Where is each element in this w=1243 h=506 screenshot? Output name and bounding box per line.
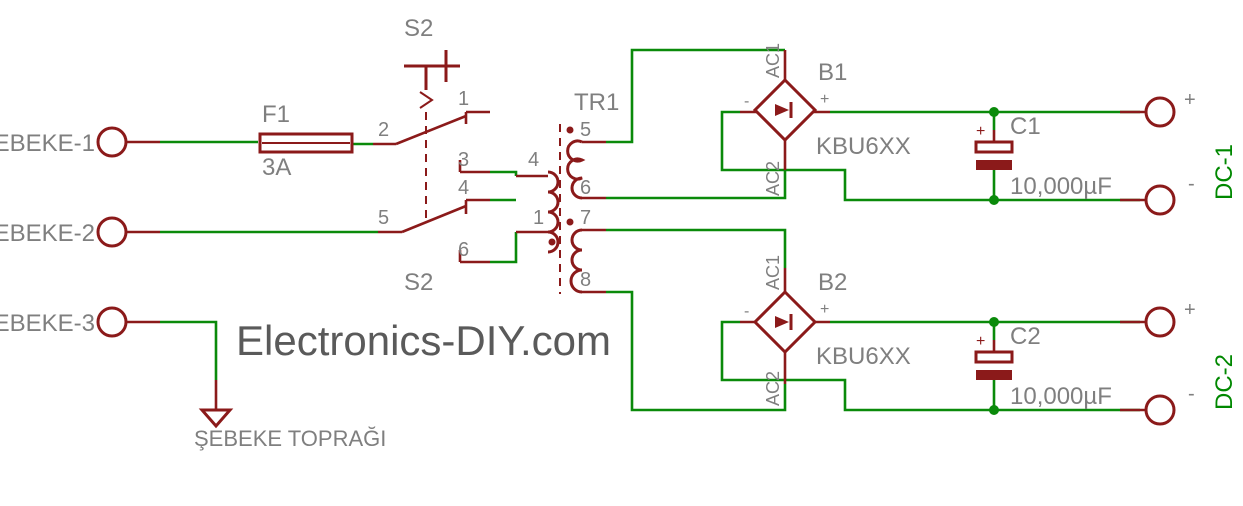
transformer-pin-7: 7: [580, 207, 591, 229]
wires: [160, 48, 1140, 412]
transformer-pin-5: 5: [580, 119, 591, 141]
ground-symbol: ŞEBEKE TOPRAĞI: [194, 380, 386, 451]
b1-ac2: AC2: [763, 161, 783, 196]
sebeke-1-label: ŞEBEKE-1: [0, 130, 95, 157]
connector-sebeke-1: ŞEBEKE-1: [0, 126, 160, 158]
bridge-b2: AC1 AC2 - + B2 KBU6XX: [740, 255, 911, 406]
b2-ac1: AC1: [763, 255, 783, 290]
b1-minus: -: [744, 93, 749, 110]
c1-value: 10,000µF: [1010, 173, 1112, 200]
b2-plus: +: [820, 301, 829, 318]
switch-name-bottom: S2: [404, 269, 433, 296]
sebeke-2-label: ŞEBEKE-2: [0, 220, 95, 247]
switch-pin-4: 4: [458, 177, 469, 199]
fuse-value: 3A: [262, 154, 291, 181]
switch-name-top: S2: [404, 15, 433, 42]
switch-s2: S2 S2 1 2 3 4 5 6: [373, 15, 490, 296]
connector-sebeke-2: ŞEBEKE-2: [0, 216, 160, 248]
c2-polarity: +: [976, 333, 985, 350]
output-dc1: + - DC-1: [1120, 89, 1238, 216]
transformer-tr1: TR1 1 4 5 6 7 8: [516, 89, 619, 294]
transformer-pin-8: 8: [580, 269, 591, 291]
c1-name: C1: [1010, 113, 1041, 140]
dc2-label: DC-2: [1211, 354, 1238, 410]
dc1-plus: +: [1184, 89, 1196, 111]
b1-part: KBU6XX: [816, 133, 911, 160]
fuse-f1: F1 3A: [258, 101, 354, 181]
dc1-minus: -: [1188, 173, 1195, 195]
capacitor-c1: + C1 10,000µF: [974, 113, 1112, 200]
b2-name: B2: [818, 269, 847, 296]
junction-dots: [989, 107, 999, 415]
c2-name: C2: [1010, 323, 1041, 350]
switch-pin-6: 6: [458, 239, 469, 261]
dc2-plus: +: [1184, 299, 1196, 321]
switch-pin-5: 5: [378, 207, 389, 229]
bridge-b1: AC1 AC2 - + B1 KBU6XX: [740, 43, 911, 196]
fuse-name: F1: [262, 101, 290, 128]
switch-pin-2: 2: [378, 119, 389, 141]
transformer-name: TR1: [574, 89, 619, 116]
output-dc2: + - DC-2: [1120, 299, 1238, 426]
transformer-pin-4: 4: [528, 149, 539, 171]
switch-pin-1: 1: [458, 88, 469, 110]
b2-ac2: AC2: [763, 371, 783, 406]
b1-name: B1: [818, 59, 847, 86]
connector-sebeke-3: ŞEBEKE-3: [0, 306, 160, 338]
ground-label: ŞEBEKE TOPRAĞI: [194, 426, 386, 451]
b2-part: KBU6XX: [816, 343, 911, 370]
b1-plus: +: [820, 91, 829, 108]
dc1-label: DC-1: [1211, 144, 1238, 200]
b2-minus: -: [744, 303, 749, 320]
switch-pin-3: 3: [458, 149, 469, 171]
c1-polarity: +: [976, 123, 985, 140]
sebeke-3-label: ŞEBEKE-3: [0, 310, 95, 337]
b1-ac1: AC1: [763, 43, 783, 78]
c2-value: 10,000µF: [1010, 383, 1112, 410]
capacitor-c2: + C2 10,000µF: [974, 323, 1112, 410]
watermark-text: Electronics-DIY.com: [236, 317, 611, 364]
dc2-minus: -: [1188, 383, 1195, 405]
transformer-pin-1: 1: [533, 207, 544, 229]
transformer-pin-6: 6: [580, 177, 591, 199]
